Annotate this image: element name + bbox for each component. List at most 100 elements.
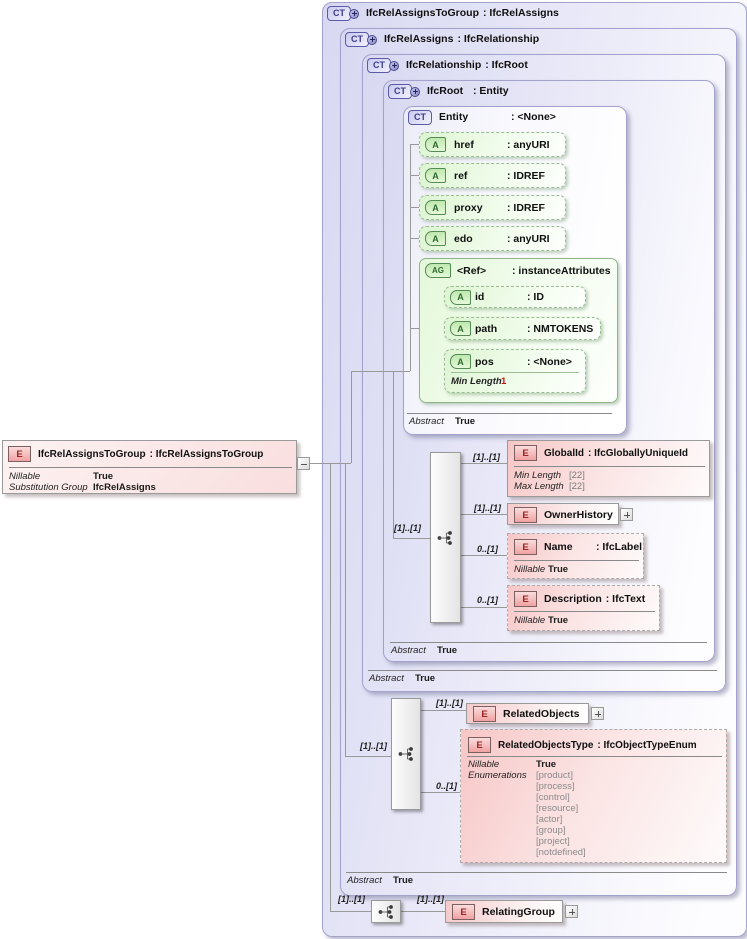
cardinality-label: 0..[1] (436, 781, 458, 791)
facet-max-length: Max Length[22] (514, 481, 585, 492)
ctbox-header-ifcroot[interactable]: CT IfcRoot : Entity (388, 83, 509, 99)
plus-circle-icon (349, 8, 359, 19)
element-header: E OwnerHistory (514, 507, 613, 523)
ct-name: IfcRoot (427, 85, 464, 97)
connector (351, 371, 410, 372)
complex-type-badge: CT (327, 5, 359, 21)
sequence-icon (378, 904, 393, 919)
complex-type-badge: CT (345, 31, 377, 47)
attribute-name: id (475, 291, 485, 303)
facet-min-length: Min Length[22] (514, 470, 585, 481)
attribute-name: pos (475, 355, 494, 368)
attribute-type: : <None> (527, 355, 572, 368)
element-name: OwnerHistory (544, 509, 613, 521)
sequence-indicator[interactable] (371, 900, 401, 923)
connector (461, 555, 507, 556)
attribute-name: href (454, 138, 474, 151)
attribute-name: ref (454, 169, 468, 182)
element-name: RelatingGroup (482, 906, 555, 918)
sequence-icon (398, 747, 413, 761)
element-badge: E (514, 539, 537, 555)
element-type: : IfcLabel (596, 541, 643, 553)
ct-name: IfcRelAssigns (384, 33, 454, 45)
element-badge: E (8, 446, 31, 462)
element-globalid[interactable]: E GlobalId : IfcGloballyUniqueId Min Len… (507, 440, 710, 497)
attribute-badge: A (425, 168, 446, 183)
element-name: Name (544, 541, 573, 553)
element-relatedobjectstype[interactable]: E RelatedObjectsType : IfcObjectTypeEnum… (460, 729, 727, 863)
element-badge: E (514, 445, 537, 461)
element-header: E RelatedObjects (473, 706, 579, 722)
complex-type-badge: CT (408, 109, 432, 125)
element-badge: E (468, 737, 491, 753)
attribute-id[interactable]: A id : ID (444, 286, 586, 308)
connector (393, 538, 430, 539)
element-name: RelatedObjectsType (498, 739, 594, 751)
divider (9, 467, 292, 468)
ctbox-header-ifcrelassignstogroup[interactable]: CT IfcRelAssignsToGroup : IfcRelAssigns (327, 5, 559, 21)
attribute-ref[interactable]: A ref : IDREF (419, 163, 566, 188)
element-relatinggroup[interactable]: E RelatingGroup (445, 900, 563, 923)
divider (346, 872, 727, 873)
attribute-href[interactable]: A href : anyURI (419, 132, 566, 157)
enumeration-values: [product] [process] [control] [resource]… (536, 770, 586, 858)
element-ifcrelassignstogroup[interactable]: E IfcRelAssignsToGroup : IfcRelAssignsTo… (2, 440, 297, 494)
plus-circle-icon (410, 86, 420, 97)
attribute-name: path (475, 322, 498, 335)
attribute-group-header: AG <Ref> : instanceAttributes (425, 263, 611, 278)
plus-circle-icon (367, 34, 377, 45)
sequence-indicator[interactable] (430, 452, 461, 623)
connector (461, 607, 507, 608)
complex-type-badge: CT (388, 83, 420, 99)
attribute-type: : NMTOKENS (527, 322, 594, 335)
element-header: E Description : IfcText (514, 591, 645, 607)
connector (345, 756, 391, 757)
connector (410, 238, 419, 239)
ctbox-header-entity[interactable]: CT Entity : <None> (408, 109, 556, 125)
connector (461, 463, 507, 464)
sequence-indicator[interactable] (391, 698, 421, 810)
element-badge: E (473, 706, 496, 722)
attribute-badge: A (450, 321, 471, 336)
attribute-type: : ID (527, 291, 544, 303)
element-header: E Name : IfcLabel (514, 539, 642, 555)
cardinality-label: 0..[1] (477, 595, 499, 605)
element-name: GlobalId (544, 447, 584, 459)
attribute-edo[interactable]: A edo : anyURI (419, 226, 566, 251)
expand-icon[interactable] (565, 905, 578, 918)
ctbox-header-ifcrelationship[interactable]: CT IfcRelationship : IfcRoot (367, 57, 528, 73)
element-type: : IfcGloballyUniqueId (588, 447, 689, 459)
attribute-path[interactable]: A path : NMTOKENS (444, 317, 601, 340)
connector (410, 144, 419, 145)
ct-base-type: : IfcRelationship (457, 33, 540, 45)
collapse-icon[interactable] (297, 457, 310, 470)
connector (345, 463, 346, 756)
element-badge: E (452, 904, 475, 920)
element-relatedobjects[interactable]: E RelatedObjects (466, 703, 589, 724)
element-header: E GlobalId : IfcGloballyUniqueId (514, 445, 688, 461)
attribute-name: edo (454, 232, 473, 245)
element-ownerhistory[interactable]: E OwnerHistory (507, 503, 619, 525)
ct-name: IfcRelationship (406, 59, 482, 71)
attribute-proxy[interactable]: A proxy : IDREF (419, 195, 566, 220)
element-name: RelatedObjects (503, 708, 580, 720)
ctbox-header-ifcrelassigns[interactable]: CT IfcRelAssigns : IfcRelationship (345, 31, 539, 47)
connector (421, 792, 460, 793)
attribute-group-name: <Ref> (457, 264, 487, 277)
element-badge: E (514, 591, 537, 607)
expand-icon[interactable] (620, 508, 633, 521)
divider (451, 372, 579, 373)
attribute-name: proxy (454, 201, 483, 214)
plus-circle-icon (389, 60, 399, 71)
attribute-badge: A (450, 354, 471, 369)
divider (390, 642, 707, 643)
expand-icon[interactable] (591, 707, 604, 720)
